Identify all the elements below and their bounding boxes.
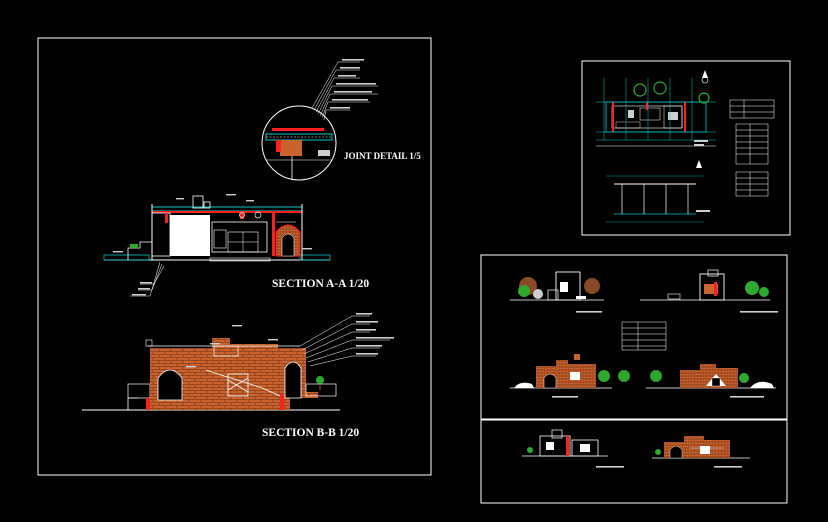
joint-detail-title: JOINT DETAIL 1/5 xyxy=(344,151,421,161)
foundation-plan xyxy=(606,160,710,223)
section-bb-title: SECTION B-B 1/20 xyxy=(262,427,359,439)
bottom-sheet xyxy=(480,419,788,504)
main-sheet: JOINT DETAIL 1/5 xyxy=(37,37,432,476)
joint-detail: JOINT DETAIL 1/5 xyxy=(261,59,421,181)
elevation-rear xyxy=(640,269,778,313)
floor-plan xyxy=(596,70,716,147)
elevation-side-left xyxy=(510,354,630,398)
main-sheet-frame xyxy=(37,37,432,476)
plan-tables xyxy=(729,99,775,197)
elevations-sheet xyxy=(480,254,788,420)
elevation-front xyxy=(510,271,604,313)
elevations-sheet-frame xyxy=(480,254,788,420)
section-bb: SECTION B-B 1/20 xyxy=(82,313,394,439)
mini-elevation-right xyxy=(652,436,750,468)
plan-sheet-frame xyxy=(581,60,791,236)
elevation-side-right xyxy=(646,364,776,398)
bottom-sheet-frame xyxy=(480,419,788,504)
elevations-table xyxy=(621,321,667,351)
plan-sheet xyxy=(581,60,791,236)
section-aa-title: SECTION A-A 1/20 xyxy=(272,278,369,290)
mini-elevation-left xyxy=(522,429,624,468)
section-aa: SECTION A-A 1/20 xyxy=(103,194,369,297)
